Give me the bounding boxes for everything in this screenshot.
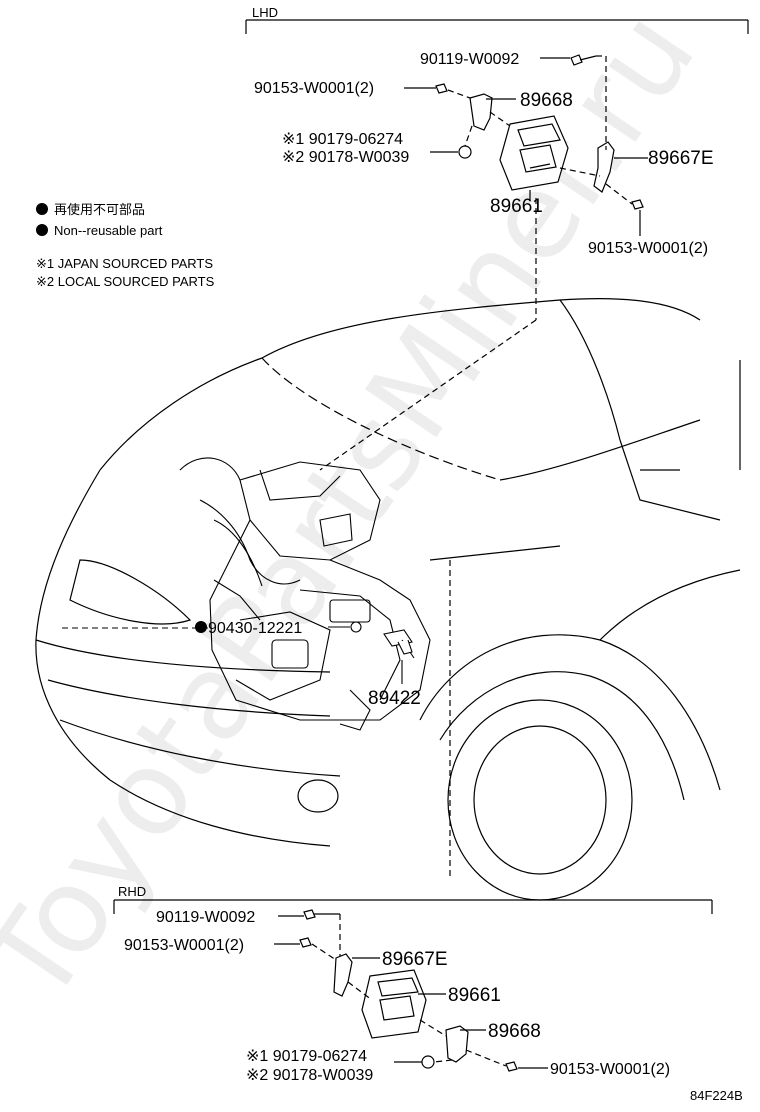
- bolt-icon: [631, 199, 644, 210]
- bolt-icon: [505, 1061, 518, 1072]
- lhd-group: [245, 19, 749, 34]
- label-89667e-rhd: 89667E: [382, 949, 448, 970]
- ecu-89661-rhd: [361, 969, 427, 1039]
- lhd-ecu-assembly: [319, 54, 648, 471]
- label-90153-w0001-rhd-right: 90153-W0001(2): [550, 1061, 670, 1078]
- bracket-89667e-rhd: [333, 953, 353, 997]
- rhd-title: RHD: [118, 884, 146, 899]
- engine-block: [60, 457, 431, 731]
- non-reusable-dot-icon: [36, 203, 48, 215]
- figure-id: 84F224B: [690, 1088, 743, 1103]
- bracket-89668-rhd: [445, 1025, 469, 1063]
- legend-note-japan: ※1 JAPAN SOURCED PARTS: [36, 256, 213, 271]
- label-89668-rhd: 89668: [488, 1021, 541, 1042]
- bolt-icon: [570, 54, 597, 66]
- legend-non-reusable-en: Non--reusable part: [54, 223, 163, 238]
- label-90179-06274-lhd: ※1 90179-06274: [282, 131, 403, 148]
- bolt-icon: [435, 83, 448, 94]
- label-90430-12221: 90430-12221: [208, 620, 302, 637]
- nut-icon: [458, 145, 472, 159]
- label-89667e-lhd: 89667E: [648, 148, 714, 169]
- label-89668-lhd: 89668: [520, 90, 573, 111]
- nut-icon: [421, 1055, 435, 1069]
- label-90179-06274-rhd: ※1 90179-06274: [246, 1048, 367, 1065]
- non-reusable-dot-icon: [195, 621, 207, 633]
- ecu-89661: [499, 115, 569, 191]
- bracket-89668: [469, 93, 493, 131]
- label-90178-w0039-lhd: ※2 90178-W0039: [282, 149, 409, 166]
- label-90119-w0092-lhd: 90119-W0092: [420, 51, 519, 68]
- label-89422: 89422: [368, 688, 421, 709]
- bolt-icon: [299, 937, 312, 948]
- label-90153-w0001-lhd-top: 90153-W0001(2): [254, 80, 374, 97]
- bolt-icon: [303, 909, 316, 920]
- legend-note-local: ※2 LOCAL SOURCED PARTS: [36, 274, 215, 289]
- washer-icon: [350, 621, 362, 633]
- sensor-89422: [383, 629, 415, 659]
- lhd-title: LHD: [252, 5, 278, 20]
- label-89661-lhd: 89661: [490, 196, 543, 217]
- non-reusable-dot-icon: [36, 224, 48, 236]
- label-90178-w0039-rhd: ※2 90178-W0039: [246, 1067, 373, 1084]
- label-90119-w0092-rhd: 90119-W0092: [156, 909, 255, 926]
- bracket-89667e: [593, 141, 615, 193]
- label-90153-w0001-rhd-left: 90153-W0001(2): [124, 937, 244, 954]
- label-90153-w0001-lhd-right: 90153-W0001(2): [588, 240, 708, 257]
- legend-non-reusable-jp: 再使用不可部品: [54, 202, 145, 217]
- rhd-ecu-assembly: [274, 909, 548, 1072]
- label-89661-rhd: 89661: [448, 985, 501, 1006]
- rhd-group: [113, 899, 713, 914]
- vehicle-outline: [35, 298, 741, 901]
